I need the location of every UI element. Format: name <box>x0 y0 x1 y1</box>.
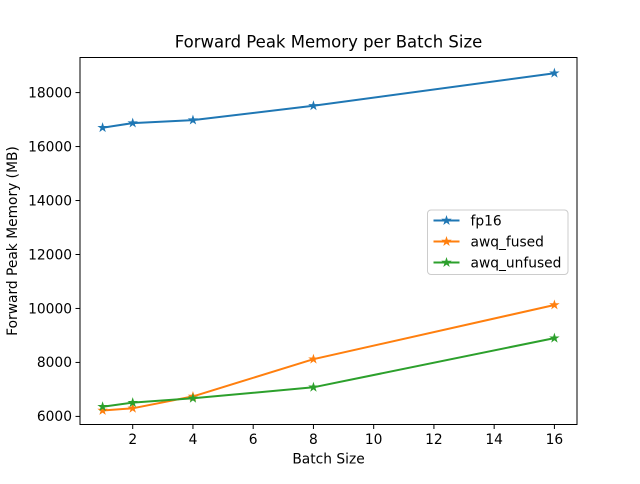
x-tick-label: 12 <box>425 432 443 448</box>
x-axis-label: Batch Size <box>292 452 364 468</box>
series-marker-awq_unfused <box>127 397 138 408</box>
series-line-awq_fused <box>101 304 556 412</box>
x-tick-label: 2 <box>128 432 137 448</box>
series-marker-fp16 <box>127 117 138 128</box>
series-marker-fp16 <box>97 122 108 133</box>
series-marker-awq_fused <box>549 299 560 310</box>
x-tick-label: 16 <box>546 432 564 448</box>
x-tick-label: 4 <box>189 432 198 448</box>
y-tick-label: 8000 <box>37 355 72 371</box>
y-tick-label: 18000 <box>28 85 72 101</box>
legend: fp16 awq_fused awq_unfused <box>427 209 569 275</box>
series-marker-fp16 <box>549 67 560 78</box>
series-lines <box>97 67 560 415</box>
series-marker-fp16 <box>187 114 199 125</box>
x-tick-label: 6 <box>249 432 258 448</box>
x-tick-label: 8 <box>309 432 318 448</box>
legend-entry-marker-fp16 <box>441 215 452 225</box>
y-axis-label: Forward Peak Memory (MB) <box>5 146 21 336</box>
series-marker-awq_unfused <box>97 401 108 412</box>
series-line-fp16 <box>101 72 556 129</box>
series-marker-awq_fused <box>308 353 319 364</box>
legend-entry-label-fp16: fp16 <box>471 213 502 229</box>
series-marker-awq_unfused <box>549 332 560 343</box>
series-marker-awq_unfused <box>187 392 199 403</box>
legend-entry-label-awq_fused: awq_fused <box>471 234 544 250</box>
series-marker-awq_fused <box>127 402 138 413</box>
y-tick-label: 16000 <box>28 139 72 155</box>
y-tick-label: 10000 <box>28 301 72 317</box>
x-tick-label: 10 <box>365 432 383 448</box>
chart-title: Forward Peak Memory per Batch Size <box>175 33 483 52</box>
series-marker-awq_unfused <box>308 381 319 392</box>
y-tick-label: 12000 <box>28 247 72 263</box>
legend-box <box>427 209 569 275</box>
legend-entry-marker-awq_fused <box>441 236 452 246</box>
x-axis-ticks: 2 4 6 8 10 12 14 16 <box>128 424 564 448</box>
y-tick-label: 6000 <box>37 409 72 425</box>
legend-entry-label-awq_unfused: awq_unfused <box>471 255 562 271</box>
series-marker-fp16 <box>308 100 319 111</box>
series-line-awq_unfused <box>101 337 556 408</box>
y-tick-label: 14000 <box>28 193 72 209</box>
y-axis-ticks: 6000 8000 10000 12000 14000 16000 18000 <box>28 85 80 425</box>
x-tick-label: 14 <box>485 432 503 448</box>
series-marker-awq_fused <box>97 404 108 415</box>
legend-entry-marker-awq_unfused <box>441 257 452 267</box>
plot-area-frame <box>79 57 578 425</box>
